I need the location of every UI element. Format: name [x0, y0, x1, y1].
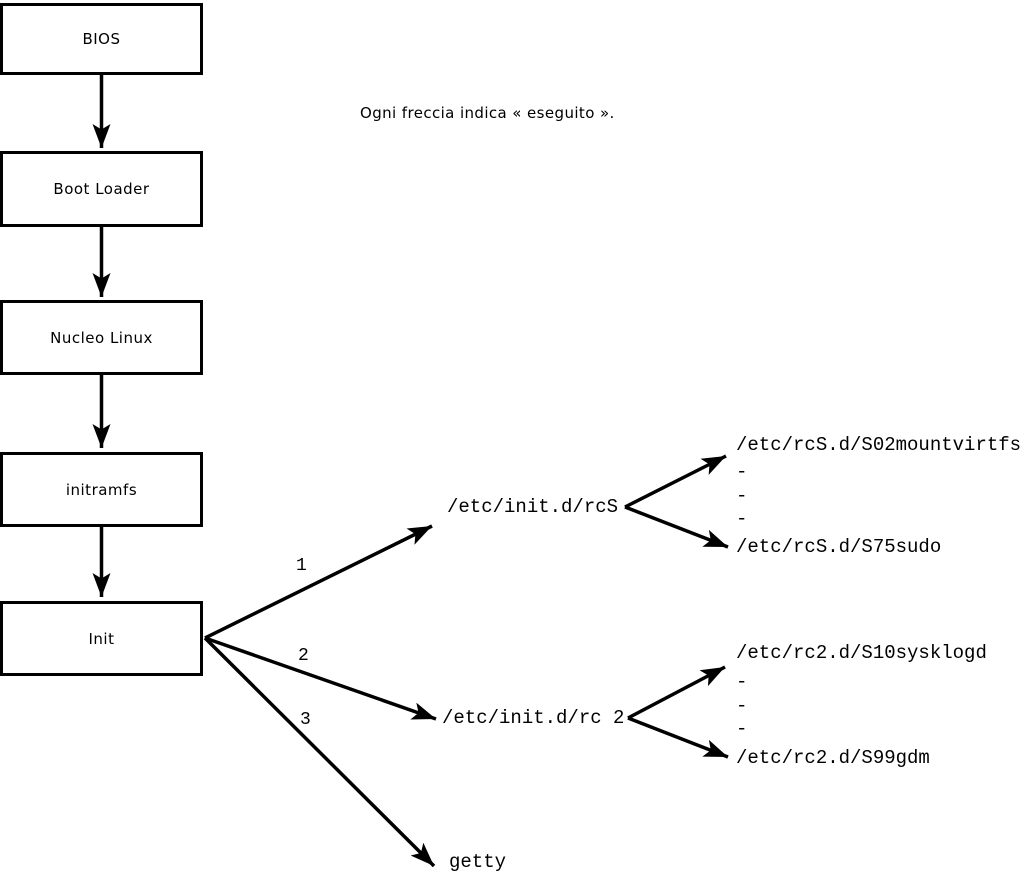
label-getty: getty	[449, 851, 507, 873]
arrow-rc2-to-s10sysklogd	[627, 665, 726, 720]
box-boot-loader-label: Boot Loader	[53, 180, 150, 198]
rc2-ellipsis-dash: -	[736, 695, 748, 717]
label-etc-init-d-rc2: /etc/init.d/rc 2	[442, 707, 625, 729]
rc2-ellipsis-dash: -	[736, 718, 748, 740]
rc2-ellipsis-dash: -	[736, 671, 748, 693]
box-bios-label: BIOS	[82, 30, 121, 48]
box-initramfs: initramfs	[0, 452, 203, 527]
branch-number-1: 1	[296, 556, 307, 576]
box-boot-loader: Boot Loader	[0, 151, 203, 227]
box-initramfs-label: initramfs	[65, 480, 138, 499]
arrow-init-to-getty	[203, 636, 436, 868]
rcs-ellipsis-dash: -	[736, 461, 748, 483]
box-init-label: Init	[88, 629, 115, 648]
label-rc2-s99gdm: /etc/rc2.d/S99gdm	[736, 747, 930, 769]
box-nucleo-linux-label: Nucleo Linux	[50, 328, 153, 347]
arrow-init-to-rc2	[204, 636, 437, 721]
branch-number-3: 3	[300, 710, 311, 730]
box-bios: BIOS	[0, 3, 203, 75]
label-rcs-s02mountvirtfs: /etc/rcS.d/S02mountvirtfs	[736, 434, 1022, 456]
box-nucleo-linux: Nucleo Linux	[0, 300, 203, 375]
rcs-ellipsis-dash: -	[736, 508, 748, 530]
arrow-rcs-to-s02mountvirtfs	[624, 454, 727, 509]
rcs-ellipsis-dash: -	[736, 485, 748, 507]
label-etc-init-d-rcs: /etc/init.d/rcS	[447, 496, 619, 518]
label-rcs-s75sudo: /etc/rcS.d/S75sudo	[736, 536, 942, 558]
arrow-rc2-to-s99gdm	[627, 716, 729, 759]
branch-number-2: 2	[298, 646, 309, 666]
diagram-caption: Ogni freccia indica « eseguito ».	[360, 104, 615, 122]
label-rc2-s10sysklogd: /etc/rc2.d/S10sysklogd	[736, 642, 987, 664]
box-init: Init	[0, 601, 203, 676]
arrow-init-to-rcs	[204, 524, 433, 640]
arrow-rcs-to-s75sudo	[624, 505, 729, 549]
